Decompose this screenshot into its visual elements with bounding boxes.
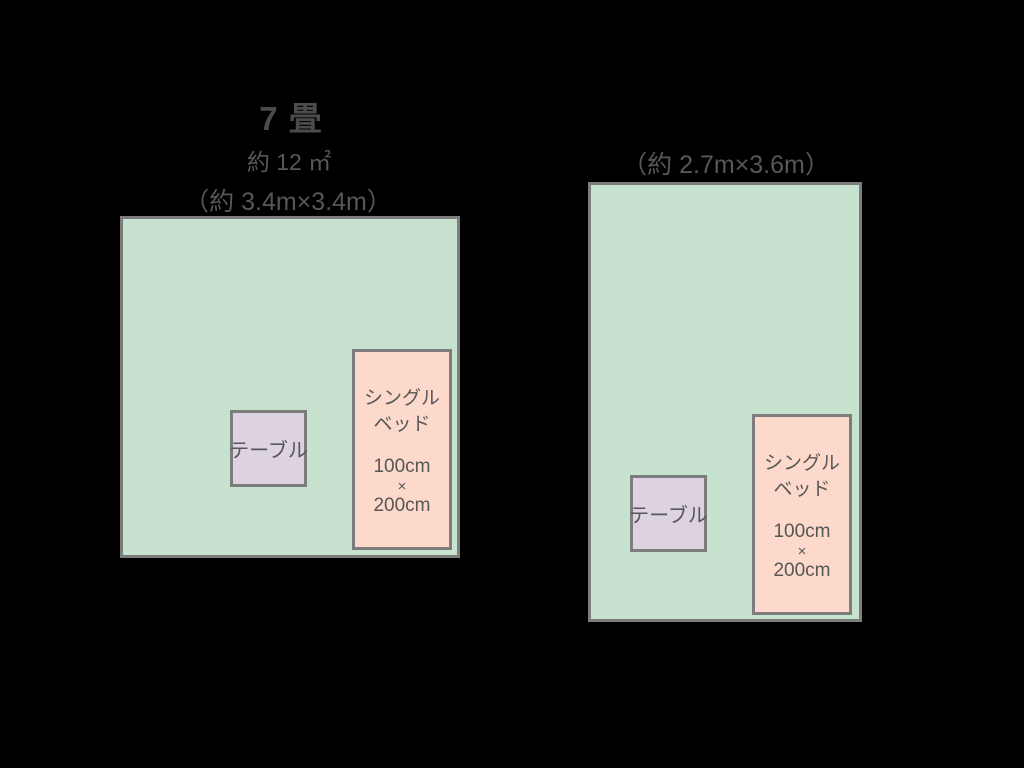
left-room-dimensions-label: （約 3.4m×3.4m） xyxy=(184,188,392,216)
bed-name-line2: ベッド xyxy=(373,414,431,435)
left-room-outline: テーブル シングル ベッド 100cm × 200cm xyxy=(120,216,460,558)
right-room-table: テーブル xyxy=(629,475,708,552)
bed-name-label: シングル ベッド xyxy=(355,386,449,438)
left-room-single-bed: シングル ベッド 100cm × 200cm xyxy=(352,349,452,550)
bed-name-line2: ベッド xyxy=(773,479,831,500)
right-room-dimensions-label: （約 2.7m×3.6m） xyxy=(622,151,830,179)
bed-name-line1: シングル xyxy=(763,453,840,474)
bed-name-label: シングル ベッド xyxy=(755,451,849,503)
bed-name-line1: シングル xyxy=(363,388,440,409)
bed-size-times: × xyxy=(797,543,807,560)
page-title: 7 畳 xyxy=(259,100,323,137)
bed-size-length: 200cm xyxy=(373,495,431,516)
right-room-outline: テーブル シングル ベッド 100cm × 200cm xyxy=(588,182,862,622)
bed-size-length: 200cm xyxy=(773,560,831,581)
bed-size-times: × xyxy=(397,478,407,495)
left-room-table: テーブル xyxy=(229,410,308,487)
bed-size-label: 100cm × 200cm xyxy=(755,520,849,583)
bed-size-width: 100cm xyxy=(373,456,431,477)
table-label: テーブル xyxy=(629,505,708,527)
left-room-area-label: 約 12 ㎡ xyxy=(246,149,332,175)
bed-size-width: 100cm xyxy=(773,521,831,542)
bed-size-label: 100cm × 200cm xyxy=(355,455,449,518)
table-label: テーブル xyxy=(229,440,308,462)
right-room-single-bed: シングル ベッド 100cm × 200cm xyxy=(752,414,852,615)
